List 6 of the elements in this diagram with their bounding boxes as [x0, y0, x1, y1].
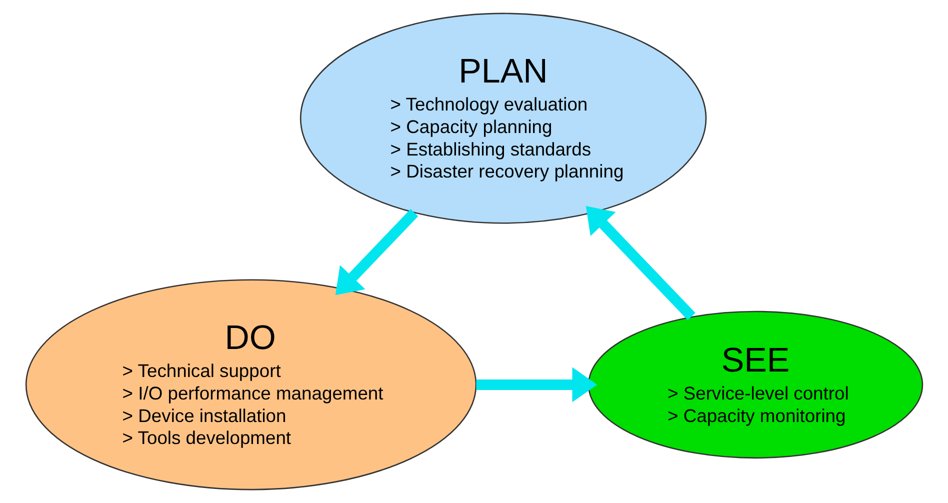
- node-ellipse: SEE > Service-level control > Capacity monitoring: [587, 310, 923, 459]
- node-ellipse: PLAN > Technology evaluation > Capacity planning > Establishing standards > Disaster recovery planning: [299, 12, 706, 224]
- arrow: [334, 208, 418, 296]
- arrow: [585, 206, 695, 320]
- node-ellipse: DO > Technical support > I/O performance management > Device installation > Tools development: [24, 279, 476, 490]
- arrow: [476, 367, 597, 402]
